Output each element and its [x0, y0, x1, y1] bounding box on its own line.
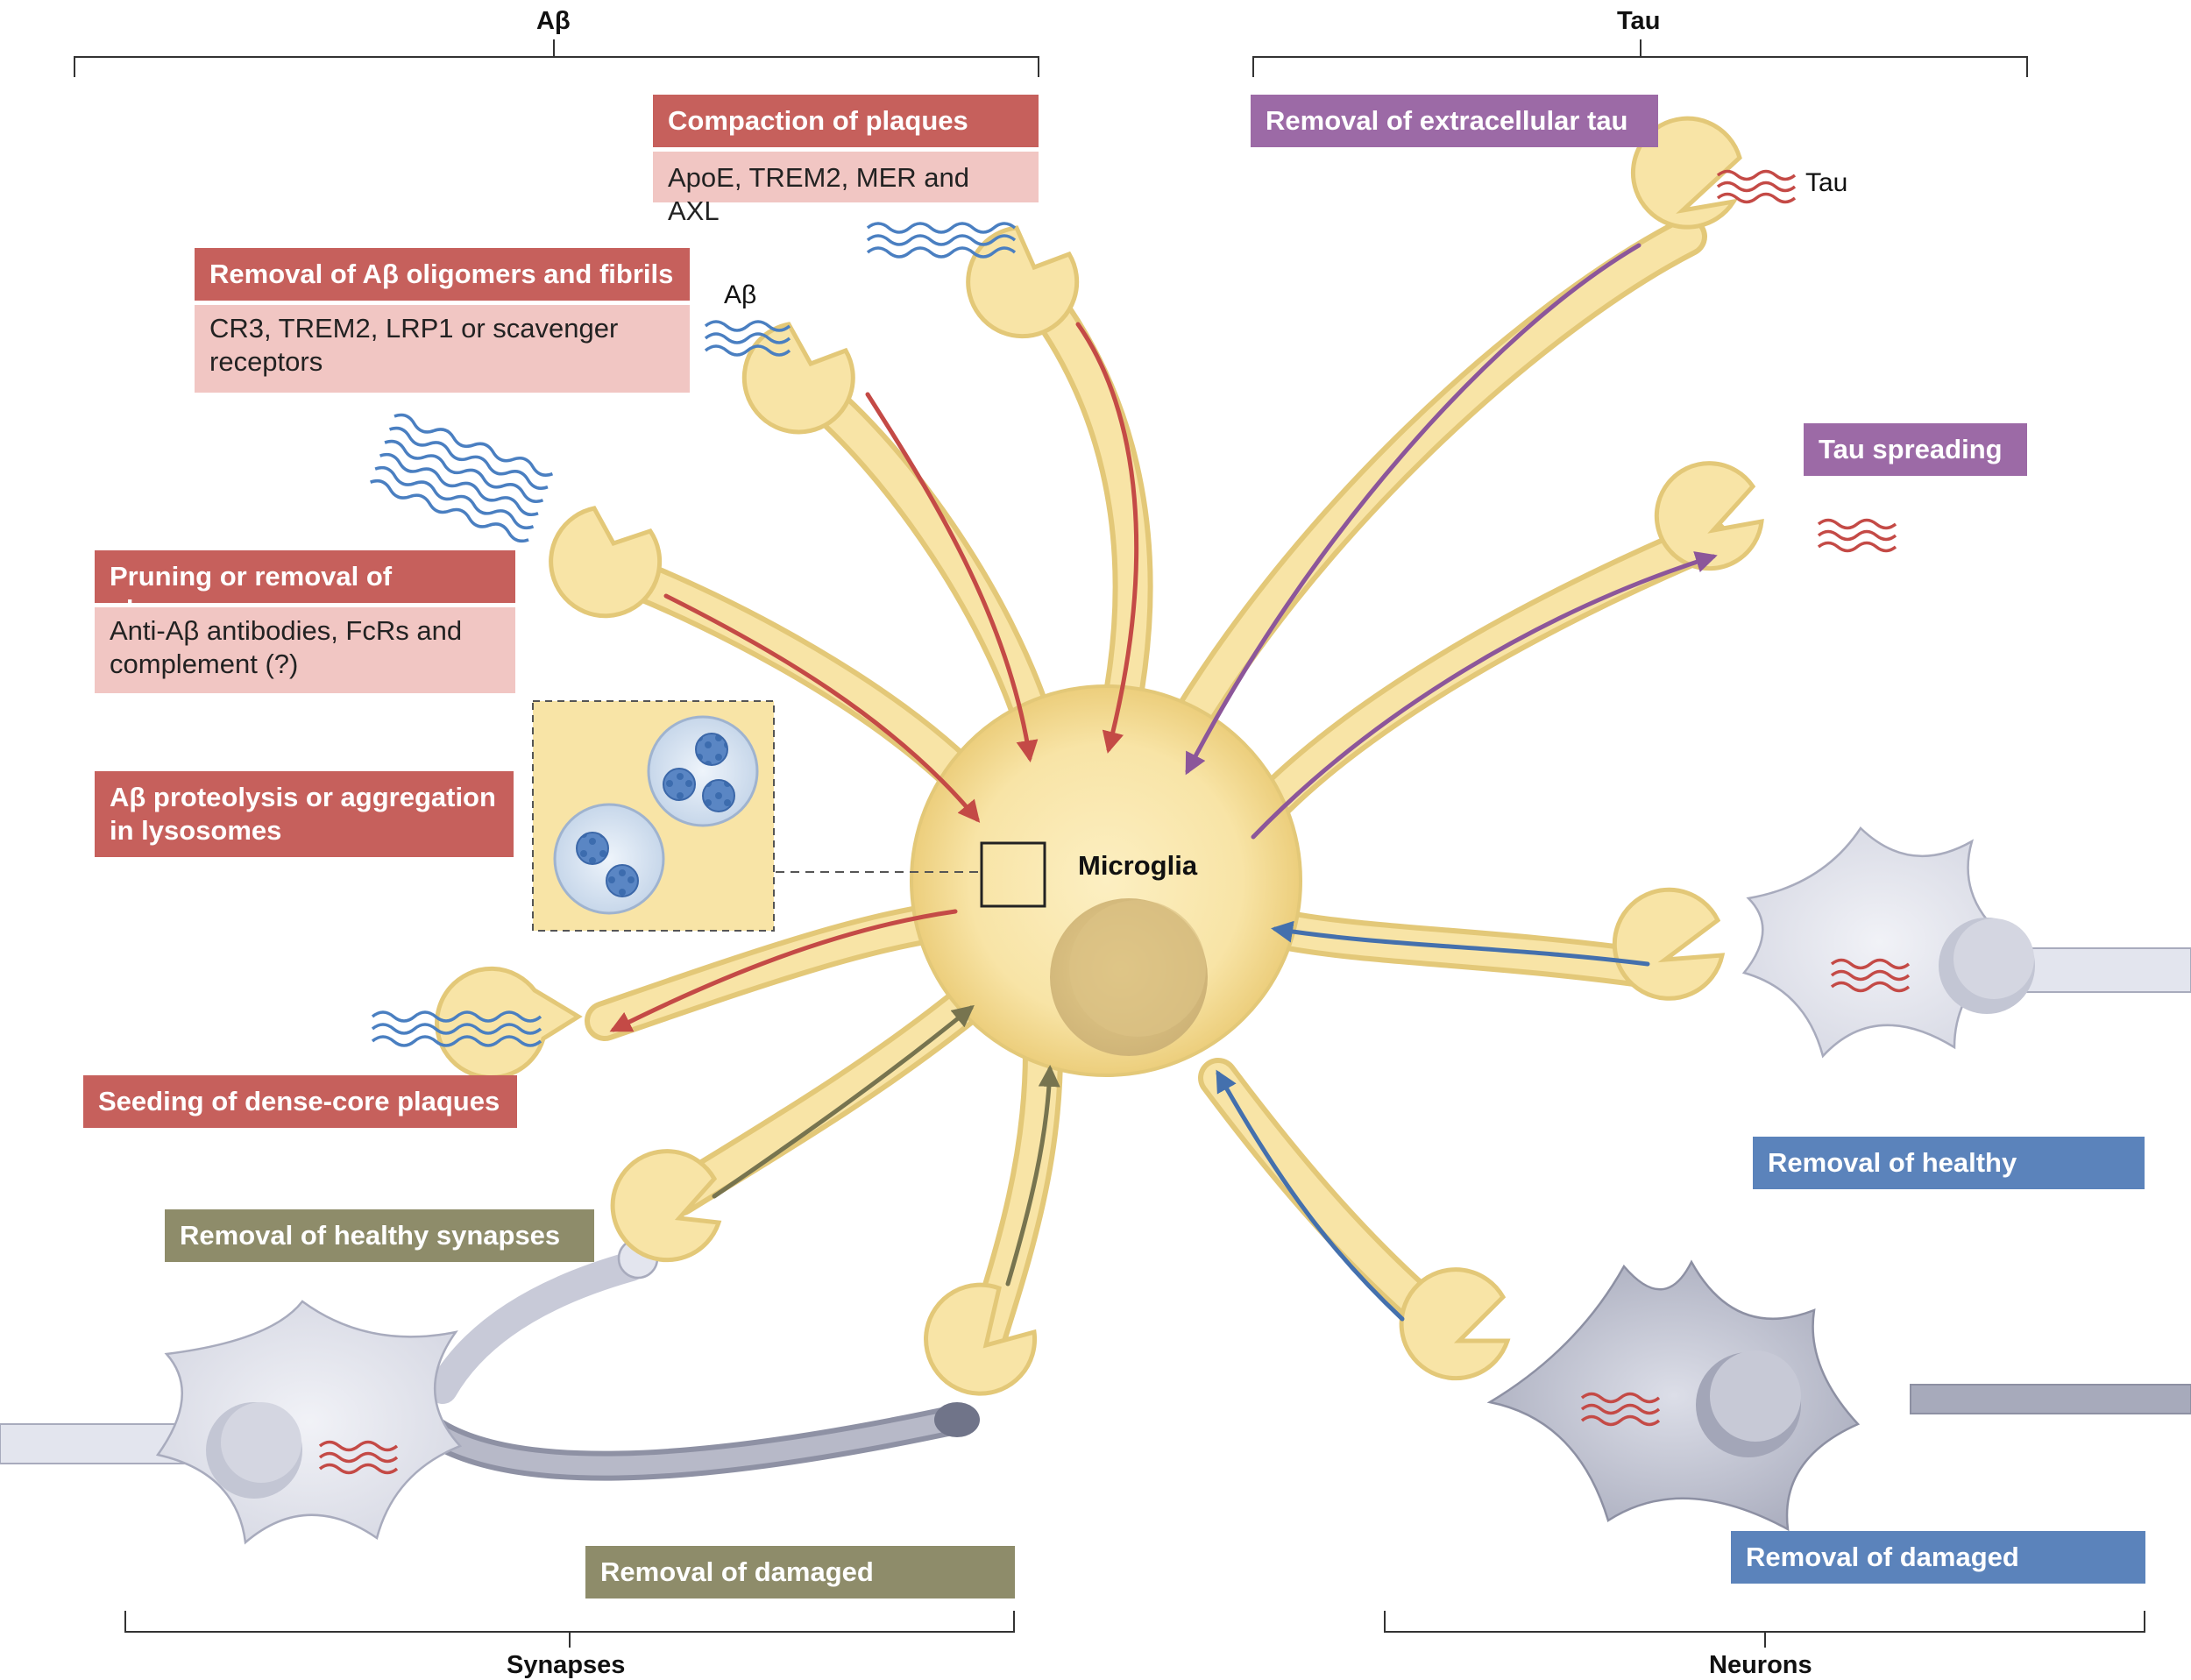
group-title-abeta: Aβ: [536, 7, 571, 35]
synapse-neuron: [0, 1237, 980, 1545]
seeding-header: Seeding of dense-core plaques: [83, 1075, 517, 1128]
abeta-bracket: [74, 39, 1039, 77]
microglia-label: Microglia: [1078, 850, 1198, 881]
pruning-detail: Anti-Aβ antibodies, FcRs and complement …: [95, 607, 515, 693]
oligomers-detail-line-1: CR3, TREM2, LRP1 or scavenger: [209, 313, 619, 344]
tau-label: Tau: [1805, 168, 1848, 197]
healthy-neurons-header: Removal of healthy neurons: [1753, 1137, 2145, 1211]
pathway-arrows: [609, 243, 1718, 1322]
pruning-header: Pruning or removal of plaques: [95, 550, 515, 625]
group-title-neurons: Neurons: [1709, 1651, 1812, 1679]
tau-bracket: [1252, 39, 2028, 77]
group-title-tau: Tau: [1617, 7, 1661, 35]
pruning-detail-line-2: complement (?): [110, 649, 299, 679]
damaged-synapses-header: Removal of damaged synapses: [585, 1546, 1015, 1620]
abeta-label: Aβ: [724, 280, 757, 309]
healthy-neuron: [1741, 826, 2191, 1059]
phagocytic-cups: [435, 116, 1764, 1396]
proteolysis-header-line-1: Aβ proteolysis or aggregation: [110, 782, 496, 812]
neurons-bracket: [1384, 1611, 2145, 1648]
tau-spreading-header: Tau spreading: [1804, 423, 2027, 476]
tau-fibrils: [318, 169, 1911, 1475]
synapses-bracket: [124, 1611, 1015, 1648]
proteolysis-header-line-2: in lysosomes: [110, 815, 282, 846]
compaction-header: Compaction of plaques: [653, 95, 1039, 147]
oligomers-header: Removal of Aβ oligomers and fibrils: [195, 248, 690, 301]
extracellular-tau-header: Removal of extracellular tau: [1251, 95, 1658, 147]
pruning-detail-line-1: Anti-Aβ antibodies, FcRs and: [110, 615, 463, 646]
compaction-detail: ApoE, TREM2, MER and AXL: [653, 152, 1039, 226]
proteolysis-header: Aβ proteolysis or aggregation in lysosom…: [95, 771, 514, 857]
healthy-synapses-header: Removal of healthy synapses: [165, 1209, 594, 1262]
damaged-neurons-header: Removal of damaged neurons: [1731, 1531, 2145, 1606]
oligomers-detail-line-2: receptors: [209, 346, 323, 377]
abeta-fibrils: [370, 222, 1017, 1047]
oligomers-detail: CR3, TREM2, LRP1 or scavenger receptors: [195, 305, 690, 393]
lysosome-inset: [532, 700, 1046, 932]
abeta-aggregates: [576, 733, 735, 897]
microglia-cell-body: [910, 684, 1302, 1077]
group-title-synapses: Synapses: [507, 1651, 626, 1679]
damaged-neuron: [1486, 1259, 2191, 1532]
